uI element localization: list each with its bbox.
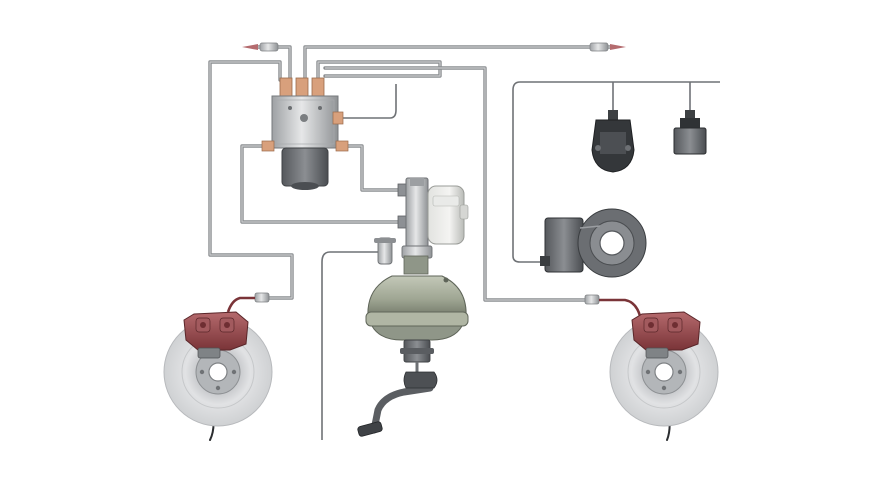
pressure-sensor — [673, 110, 707, 155]
brake-lines — [208, 42, 642, 317]
ecu-module — [540, 208, 647, 278]
brake-booster — [365, 237, 469, 363]
right-wheel-brake — [609, 311, 719, 427]
left-wheel-brake — [163, 311, 273, 427]
wheel-speed-sensor — [591, 110, 635, 173]
master-cylinder — [397, 177, 433, 259]
fluid-reservoir — [427, 185, 469, 245]
hydraulic-modulator — [261, 77, 349, 190]
brake-pedal — [357, 362, 438, 437]
